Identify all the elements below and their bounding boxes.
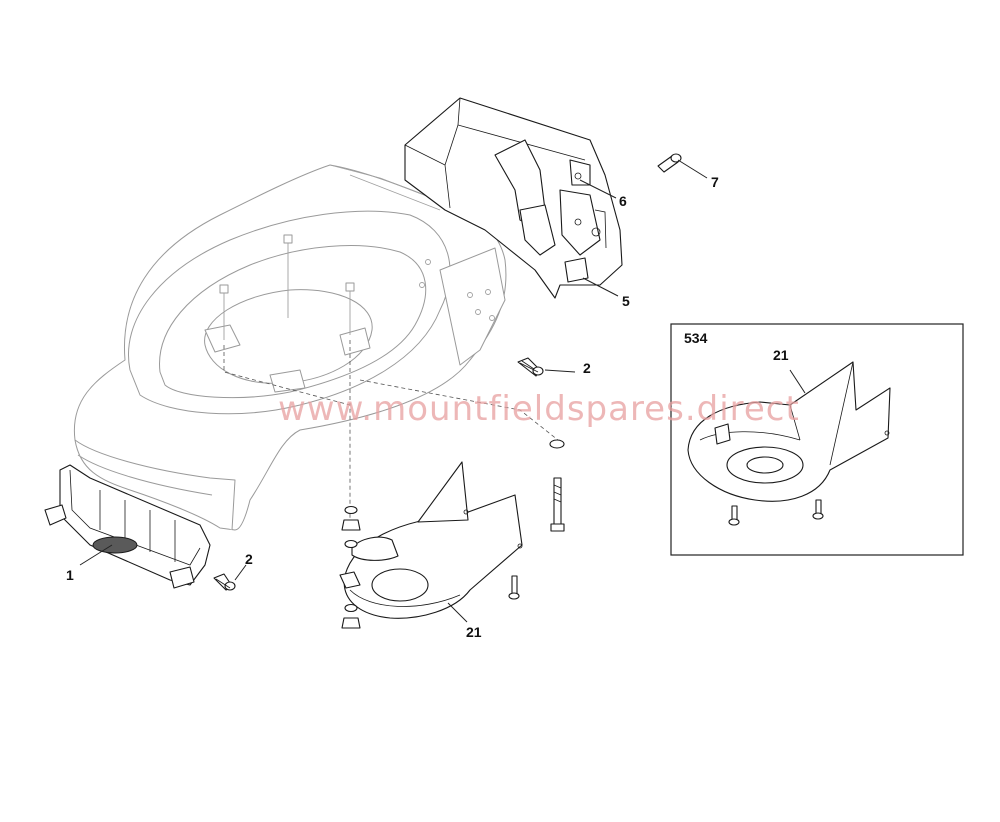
discharge-chute-icon[interactable] <box>404 97 623 299</box>
callout-7: 7 <box>677 159 719 190</box>
svg-text:1: 1 <box>66 567 74 583</box>
callout-21: 21 <box>447 602 482 640</box>
svg-text:2: 2 <box>245 551 253 567</box>
screw-icon[interactable] <box>728 505 740 526</box>
screw-icon[interactable] <box>517 357 544 377</box>
rear-flap-icon[interactable] <box>44 464 211 589</box>
callout-2-upper: 2 <box>544 360 591 376</box>
screw-icon[interactable] <box>657 153 682 173</box>
svg-text:5: 5 <box>622 293 630 309</box>
screw-icon[interactable] <box>213 573 236 591</box>
screw-icon[interactable] <box>812 499 824 520</box>
svg-text:21: 21 <box>466 624 482 640</box>
svg-text:2: 2 <box>583 360 591 376</box>
svg-text:7: 7 <box>711 174 719 190</box>
watermark-text: www.mountfieldspares.direct <box>278 389 800 429</box>
callout-6: 6 <box>579 179 627 209</box>
svg-text:21: 21 <box>773 347 789 363</box>
mulching-deflector-icon[interactable] <box>687 361 891 502</box>
svg-text:534: 534 <box>684 330 708 346</box>
callout-1: 1 <box>66 544 113 583</box>
inset-534: 534 21 <box>670 323 964 556</box>
mulching-deflector-icon[interactable] <box>339 461 523 619</box>
mower-deck-icon[interactable] <box>73 164 507 531</box>
callout-5: 5 <box>582 277 630 309</box>
callout-2-lower: 2 <box>234 551 253 581</box>
assembly-guide-lines <box>223 340 559 520</box>
fastener-stack-icon <box>341 439 565 629</box>
svg-text:6: 6 <box>619 193 627 209</box>
